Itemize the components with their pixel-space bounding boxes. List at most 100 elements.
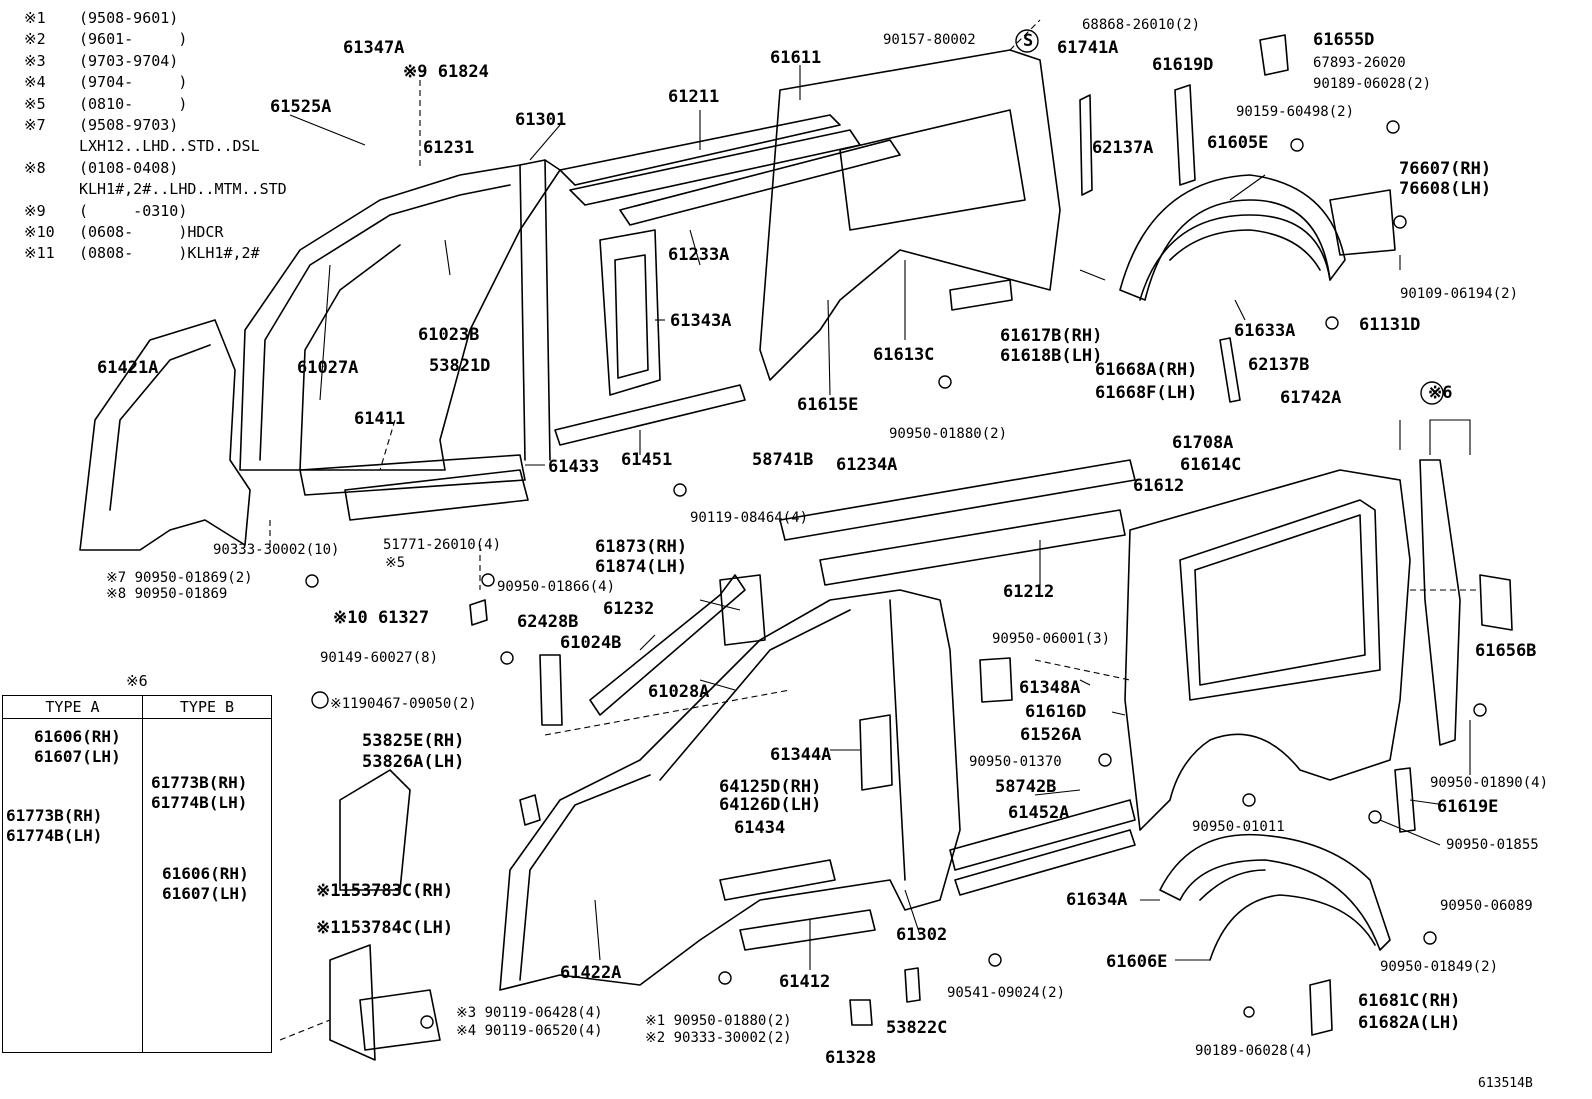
legend-mark: ※10: [24, 223, 55, 242]
legend-row: ※7(9508-9703): [24, 115, 287, 136]
part-callout: ※9 61824: [403, 62, 489, 82]
legend-mark: ※8: [24, 158, 46, 177]
part-callout: 61211: [668, 87, 719, 107]
part-callout: 61421A: [97, 358, 158, 378]
part-callout: ※1153783C(RH): [316, 881, 453, 901]
callout-ring: [1420, 381, 1444, 405]
fastener-callout: ※5: [385, 555, 405, 571]
part-callout: 61348A: [1019, 678, 1080, 698]
fastener-callout: 90189-06028(2): [1313, 76, 1431, 92]
part-callout: 61614C: [1180, 455, 1241, 475]
fastener-callout: 90950-01011: [1192, 819, 1285, 835]
part-callout: 61618B(LH): [1000, 346, 1102, 366]
part-callout: 61328: [825, 1048, 876, 1068]
type-b-header: TYPE B: [143, 696, 271, 719]
inset-note-mark: ※6: [126, 672, 148, 690]
fastener-callout: 90149-60027(8): [320, 650, 438, 666]
legend-row: ※11(0808- )KLH1#,2#: [24, 243, 287, 264]
part-callout: 61212: [1003, 582, 1054, 602]
part-callout: 64125D(RH): [719, 777, 821, 797]
fastener-callout: 90333-30002(10): [213, 542, 339, 558]
fastener-callout: ※8 90950-01869: [106, 586, 227, 602]
legend-text: (9508-9601): [79, 9, 179, 27]
part-callout: 62137A: [1092, 138, 1153, 158]
legend-row: ※8 (0108-0408): [24, 158, 287, 179]
applicability-legend: ※1 (9508-9601) ※2(9601- )※3(9703-9704)※4(9…: [24, 8, 287, 265]
fastener-callout: 90950-01866(4): [497, 579, 615, 595]
fastener-callout: 90109-06194(2): [1400, 286, 1518, 302]
fastener-callout: 90950-01849(2): [1380, 959, 1498, 975]
type-a-header: TYPE A: [3, 696, 143, 719]
legend-detail: KLH1#,2#..LHD..MTM..STD: [79, 180, 287, 199]
part-callout: 61668A(RH): [1095, 360, 1197, 380]
fastener-callout: 90541-09024(2): [947, 985, 1065, 1001]
fastener-callout: ※7 90950-01869(2): [106, 570, 253, 586]
inset-label: 61774B(LH): [151, 793, 248, 812]
fastener-callout: 51771-26010(4): [383, 537, 501, 553]
fastener-callout: ※3 90119-06428(4): [456, 1005, 603, 1021]
part-callout: ※6: [1428, 383, 1452, 403]
callout-ring: [1015, 29, 1039, 53]
part-callout: 61434: [734, 818, 785, 838]
part-callout: 53826A(LH): [362, 752, 464, 772]
part-callout: 61682A(LH): [1358, 1013, 1460, 1033]
part-callout: 61655D: [1313, 30, 1374, 50]
fastener-callout: ※1190467-09050(2): [330, 696, 477, 712]
part-callout: 53821D: [429, 356, 490, 376]
part-callout: 62137B: [1248, 355, 1309, 375]
legend-mark: ※2: [24, 30, 46, 49]
part-callout: 58741B: [752, 450, 813, 470]
fastener-callout: 90950-01855: [1446, 837, 1539, 853]
inset-label: 61606(RH): [34, 727, 121, 746]
type-variant-inset: TYPE A TYPE B 61606(RH) 61607(LH) 61773B…: [2, 695, 272, 1053]
part-callout: 61873(RH): [595, 537, 687, 557]
fastener-callout: ※1 90950-01880(2): [645, 1013, 792, 1029]
part-callout: 61612: [1133, 476, 1184, 496]
part-callout: 61028A: [648, 682, 709, 702]
part-callout: 61301: [515, 110, 566, 130]
fastener-callout: ※2 90333-30002(2): [645, 1030, 792, 1046]
legend-row: ※5(0810- ): [24, 94, 287, 115]
part-callout: 62428B: [517, 612, 578, 632]
inset-label: 61773B(RH): [151, 773, 248, 792]
legend-row: ※3(9703-9704): [24, 51, 287, 72]
legend-row: ※1 (9508-9601): [24, 8, 287, 29]
legend-mark: ※1: [24, 9, 46, 27]
part-callout: 61234A: [836, 455, 897, 475]
part-callout: 61231: [423, 138, 474, 158]
legend-text: ( -0310): [79, 201, 188, 220]
inset-label: 61774B(LH): [6, 826, 103, 845]
legend-text: (0608- )HDCR: [79, 223, 224, 242]
part-callout: 61656B: [1475, 641, 1536, 661]
part-callout: 61668F(LH): [1095, 383, 1197, 403]
legend-row: ※9( -0310): [24, 201, 287, 222]
part-callout: 61131D: [1359, 315, 1420, 335]
fastener-callout: ※4 90119-06520(4): [456, 1023, 603, 1039]
part-callout: 61681C(RH): [1358, 991, 1460, 1011]
part-callout: 61613C: [873, 345, 934, 365]
part-callout: 61611: [770, 48, 821, 68]
legend-row: ※2(9601- ): [24, 29, 287, 50]
fastener-callout: 90950-01890(4): [1430, 775, 1548, 791]
legend-mark: ※11: [24, 244, 55, 263]
part-callout: S: [1023, 31, 1033, 51]
part-callout: 61347A: [343, 38, 404, 58]
fastener-callout: 90950-01880(2): [889, 426, 1007, 442]
part-callout: 61451: [621, 450, 672, 470]
inset-label: 61773B(RH): [6, 806, 103, 825]
fastener-callout: 90189-06028(4): [1195, 1043, 1313, 1059]
legend-text: (0108-0408): [79, 158, 179, 177]
part-callout: 61606E: [1106, 952, 1167, 972]
part-callout: 61708A: [1172, 433, 1233, 453]
fastener-symbols: [305, 120, 1487, 1029]
part-callout: 61024B: [560, 633, 621, 653]
part-callout: 61344A: [770, 745, 831, 765]
part-callout: 61526A: [1020, 725, 1081, 745]
legend-row: ※4(9704- ): [24, 72, 287, 93]
part-callout: 61232: [603, 599, 654, 619]
part-callout: 53825E(RH): [362, 731, 464, 751]
fastener-callout: 90157-80002: [883, 32, 976, 48]
part-callout: ※1153784C(LH): [316, 918, 453, 938]
part-callout: 64126D(LH): [719, 795, 821, 815]
